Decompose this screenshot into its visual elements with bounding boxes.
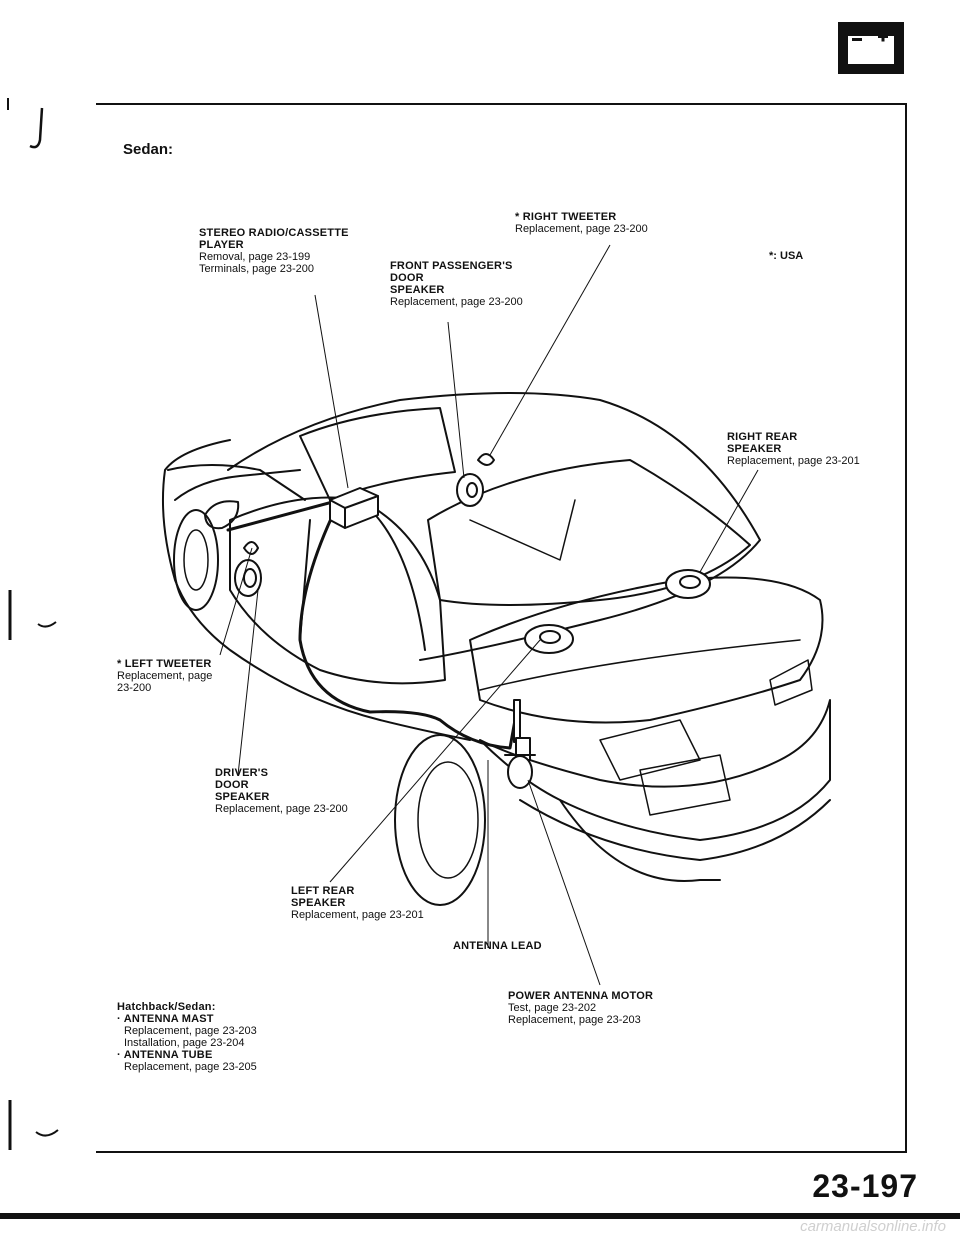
bottom-rule [96, 1151, 907, 1153]
wiring-harness [226, 498, 517, 750]
stereo-unit [329, 487, 379, 529]
page-number: 23-197 [812, 1168, 918, 1204]
callout-antenna-lead-title: ANTENNA LEAD [453, 940, 542, 952]
hatchback-item1-title: · ANTENNA MAST [117, 1013, 214, 1025]
right-rule [905, 103, 907, 1151]
hatchback-item1-line2: Installation, page 23-204 [124, 1037, 245, 1049]
callout-right-rear-line1: Replacement, page 23-201 [727, 455, 860, 467]
callout-stereo-title1: STEREO RADIO/CASSETTE [199, 227, 349, 239]
right-tweeter [477, 453, 495, 466]
callout-power-antenna: POWER ANTENNA MOTOR Test, page 23-202 Re… [508, 990, 653, 1026]
callout-left-tweeter: * LEFT TWEETER Replacement, page 23-200 [117, 658, 212, 694]
antenna-mast [513, 699, 521, 743]
callout-front-passenger-title3: SPEAKER [390, 284, 445, 296]
callout-front-passenger-line1: Replacement, page 23-200 [390, 296, 523, 308]
callout-left-tweeter-line2: 23-200 [117, 682, 152, 694]
footnote: *: USA [769, 250, 804, 262]
callout-stereo-line1: Removal, page 23-199 [199, 251, 311, 263]
left-rear-speaker [524, 624, 574, 654]
door-outline [229, 496, 446, 685]
callout-power-antenna-line1: Test, page 23-202 [508, 1002, 597, 1014]
callout-left-rear-title2: SPEAKER [291, 897, 346, 909]
callout-left-tweeter-line1: Replacement, page [117, 670, 213, 682]
tail-light [599, 719, 701, 781]
callout-stereo-title2: PLAYER [199, 239, 244, 251]
callout-power-antenna-line2: Replacement, page 23-203 [508, 1014, 641, 1026]
callout-front-passenger-title1: FRONT PASSENGER'S [390, 260, 513, 272]
callout-right-rear-title1: RIGHT REAR [727, 431, 798, 443]
rear-wheel [394, 734, 486, 906]
callout-right-tweeter-line1: Replacement, page 23-200 [515, 223, 648, 235]
car-body-side [161, 439, 471, 741]
top-rule [96, 103, 906, 105]
callout-antenna-lead: ANTENNA LEAD [453, 940, 542, 952]
driver-door-speaker [234, 559, 262, 597]
callout-right-tweeter: * RIGHT TWEETER Replacement, page 23-200 [515, 211, 648, 235]
left-tweeter [243, 541, 259, 555]
footer-bar [0, 1213, 960, 1219]
trunk-lid [469, 576, 824, 724]
antenna-motor [507, 755, 533, 789]
callout-stereo-line2: Terminals, page 23-200 [199, 263, 314, 275]
rear-bumper [479, 699, 831, 841]
callout-driver-door-title3: SPEAKER [215, 791, 270, 803]
car-roof-outline [227, 392, 761, 661]
callout-front-passenger-title2: DOOR [390, 272, 424, 284]
callout-driver-door: DRIVER'S DOOR SPEAKER Replacement, page … [215, 767, 348, 815]
windshield [299, 407, 456, 501]
hatchback-item2-title: · ANTENNA TUBE [117, 1049, 213, 1061]
watermark: carmanualsonline.info [800, 1218, 946, 1235]
callout-left-rear: LEFT REAR SPEAKER Replacement, page 23-2… [291, 885, 424, 921]
front-passenger-speaker [456, 473, 484, 507]
rear-window [427, 459, 751, 606]
callout-right-tweeter-title: * RIGHT TWEETER [515, 211, 617, 223]
callout-left-tweeter-title: * LEFT TWEETER [117, 658, 212, 670]
callout-front-passenger: FRONT PASSENGER'S DOOR SPEAKER Replaceme… [390, 260, 523, 308]
callout-left-rear-title1: LEFT REAR [291, 885, 355, 897]
callout-driver-door-title1: DRIVER'S [215, 767, 269, 779]
callout-hatchback-sedan: Hatchback/Sedan: · ANTENNA MAST Replacem… [117, 1001, 257, 1073]
hatchback-item1-line1: Replacement, page 23-203 [124, 1025, 257, 1037]
callout-driver-door-line1: Replacement, page 23-200 [215, 803, 348, 815]
hatchback-item2-line1: Replacement, page 23-205 [124, 1061, 257, 1073]
callout-left-rear-line1: Replacement, page 23-201 [291, 909, 424, 921]
callout-right-rear: RIGHT REAR SPEAKER Replacement, page 23-… [727, 431, 860, 467]
callout-power-antenna-title: POWER ANTENNA MOTOR [508, 990, 654, 1002]
hatchback-heading: Hatchback/Sedan: [117, 1001, 216, 1013]
front-wheel [173, 509, 219, 611]
side-mirror [204, 500, 240, 530]
callout-right-rear-title2: SPEAKER [727, 443, 782, 455]
right-rear-speaker [665, 569, 711, 599]
section-title: Sedan: [123, 141, 174, 158]
callout-stereo: STEREO RADIO/CASSETTE PLAYER Removal, pa… [199, 227, 349, 275]
callout-driver-door-title2: DOOR [215, 779, 249, 791]
